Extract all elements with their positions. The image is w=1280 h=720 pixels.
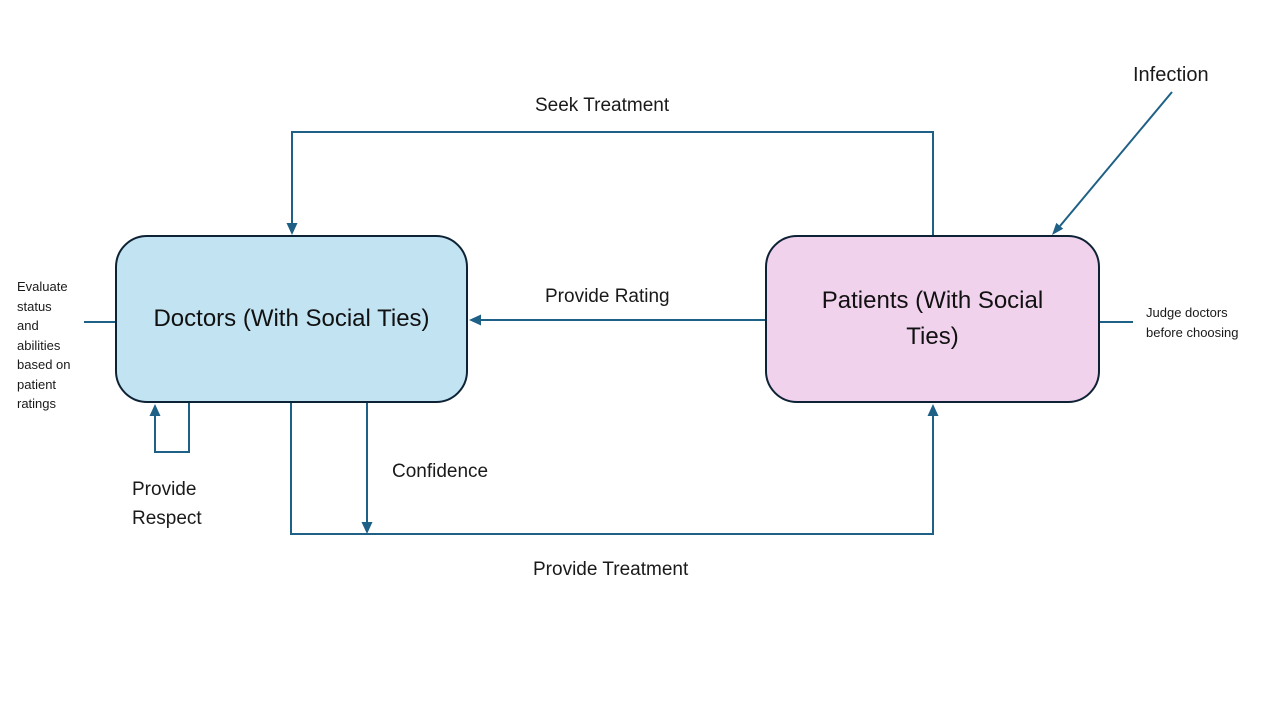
seek-treatment-connector [291, 131, 934, 235]
node-patients: Patients (With Social Ties) [765, 235, 1100, 403]
edge-label-provide-treatment: Provide Treatment [533, 559, 689, 580]
infection-arrowhead-icon [1052, 222, 1064, 235]
node-doctors: Doctors (With Social Ties) [115, 235, 468, 403]
node-doctors-label: Doctors (With Social Ties) [153, 305, 430, 332]
confidence-arrowhead-icon [361, 522, 373, 534]
infection-connector [1059, 91, 1173, 227]
edge-label-provide-respect: Provide Respect [132, 479, 202, 529]
seek-treatment-arrowhead-icon [286, 223, 298, 235]
provide-respect-arrowhead-icon [149, 404, 161, 416]
edge-label-confidence: Confidence [392, 461, 489, 482]
provide-treatment-connector [290, 403, 934, 535]
edge-label-infection: Infection [1133, 64, 1209, 86]
edge-label-provide-rating: Provide Rating [545, 286, 670, 307]
provide-respect-connector [154, 403, 190, 453]
edge-label-seek-treatment: Seek Treatment [535, 95, 670, 116]
node-patients-label: Patients (With Social Ties) [821, 287, 1044, 350]
provide-rating-arrowhead-icon [469, 314, 481, 326]
doctors-side-note: Evaluate status and abilities based on p… [17, 279, 71, 411]
provide-treatment-arrowhead-icon [927, 404, 939, 416]
patients-side-note: Judge doctors before choosing [1146, 305, 1239, 340]
